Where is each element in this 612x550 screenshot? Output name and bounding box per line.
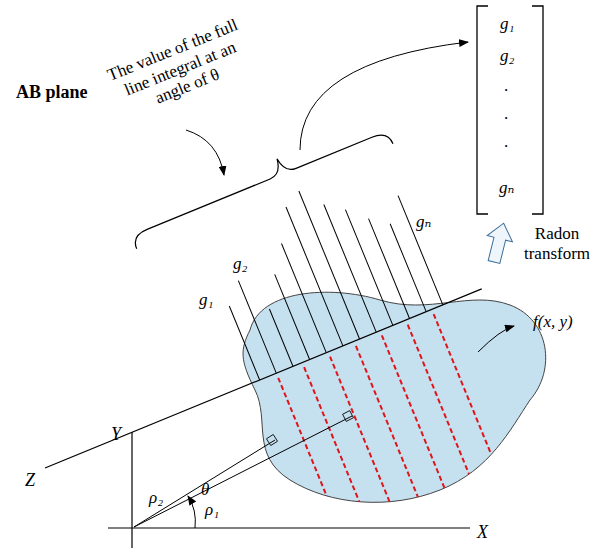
leader-arrow [186, 130, 224, 175]
axis-label: X [477, 522, 488, 543]
integration-ray [382, 335, 502, 550]
rho-label: ρ₁ [205, 500, 219, 520]
projection-bar [238, 281, 276, 374]
integration-ray [278, 378, 398, 550]
bar-label: g₂ [233, 254, 247, 274]
leader-arrow [478, 326, 514, 352]
object-region [243, 292, 546, 502]
bar-label: g₁ [199, 290, 213, 310]
bar-label: gₙ [416, 212, 431, 232]
integration-rays [278, 314, 553, 550]
vector-entry: g₂ [500, 46, 514, 66]
integration-ray [304, 367, 424, 550]
vector-dot: . [504, 76, 508, 96]
integration-ray [434, 314, 554, 550]
vector-entry: g₁ [500, 14, 514, 34]
angle-arc [188, 496, 195, 528]
transform-label: Radon transform [509, 224, 605, 263]
vector-dot: . [504, 132, 508, 152]
projection-bar [281, 243, 326, 352]
vector-bracket [477, 6, 488, 214]
x-axis [108, 527, 470, 528]
leader-note: The value of the full line integral at a… [99, 13, 260, 124]
integration-ray [330, 357, 450, 550]
projection-bar [324, 204, 376, 332]
leader-arrow [300, 42, 468, 150]
function-label: f(x, y) [533, 312, 573, 332]
projection-bar [345, 210, 392, 326]
axis-label: Y [111, 424, 121, 445]
projection-bar [269, 309, 293, 366]
integration-ray [408, 325, 528, 550]
right-angle-mark [266, 434, 277, 445]
projection-bar [229, 306, 259, 380]
rho-label: ρ₂ [149, 488, 163, 508]
plane-title: AB plane [16, 82, 88, 103]
projection-bar [390, 224, 426, 312]
projection-axis [45, 289, 482, 468]
projection-bar [369, 219, 410, 319]
rho1-line [134, 416, 352, 527]
projection-bar [275, 274, 310, 359]
right-angle-mark [343, 411, 354, 422]
projection-bar [299, 191, 360, 339]
projection [0, 106, 482, 468]
vector-entry: gₙ [499, 178, 514, 198]
angle-label: θ [201, 480, 209, 500]
rho2-line [134, 440, 275, 527]
projection-bar [398, 196, 443, 305]
axis-label: Z [25, 470, 35, 491]
y-axis [131, 432, 132, 548]
transform-arrow [481, 220, 516, 265]
vector-bracket [532, 6, 543, 214]
vector-dot: . [504, 104, 508, 124]
